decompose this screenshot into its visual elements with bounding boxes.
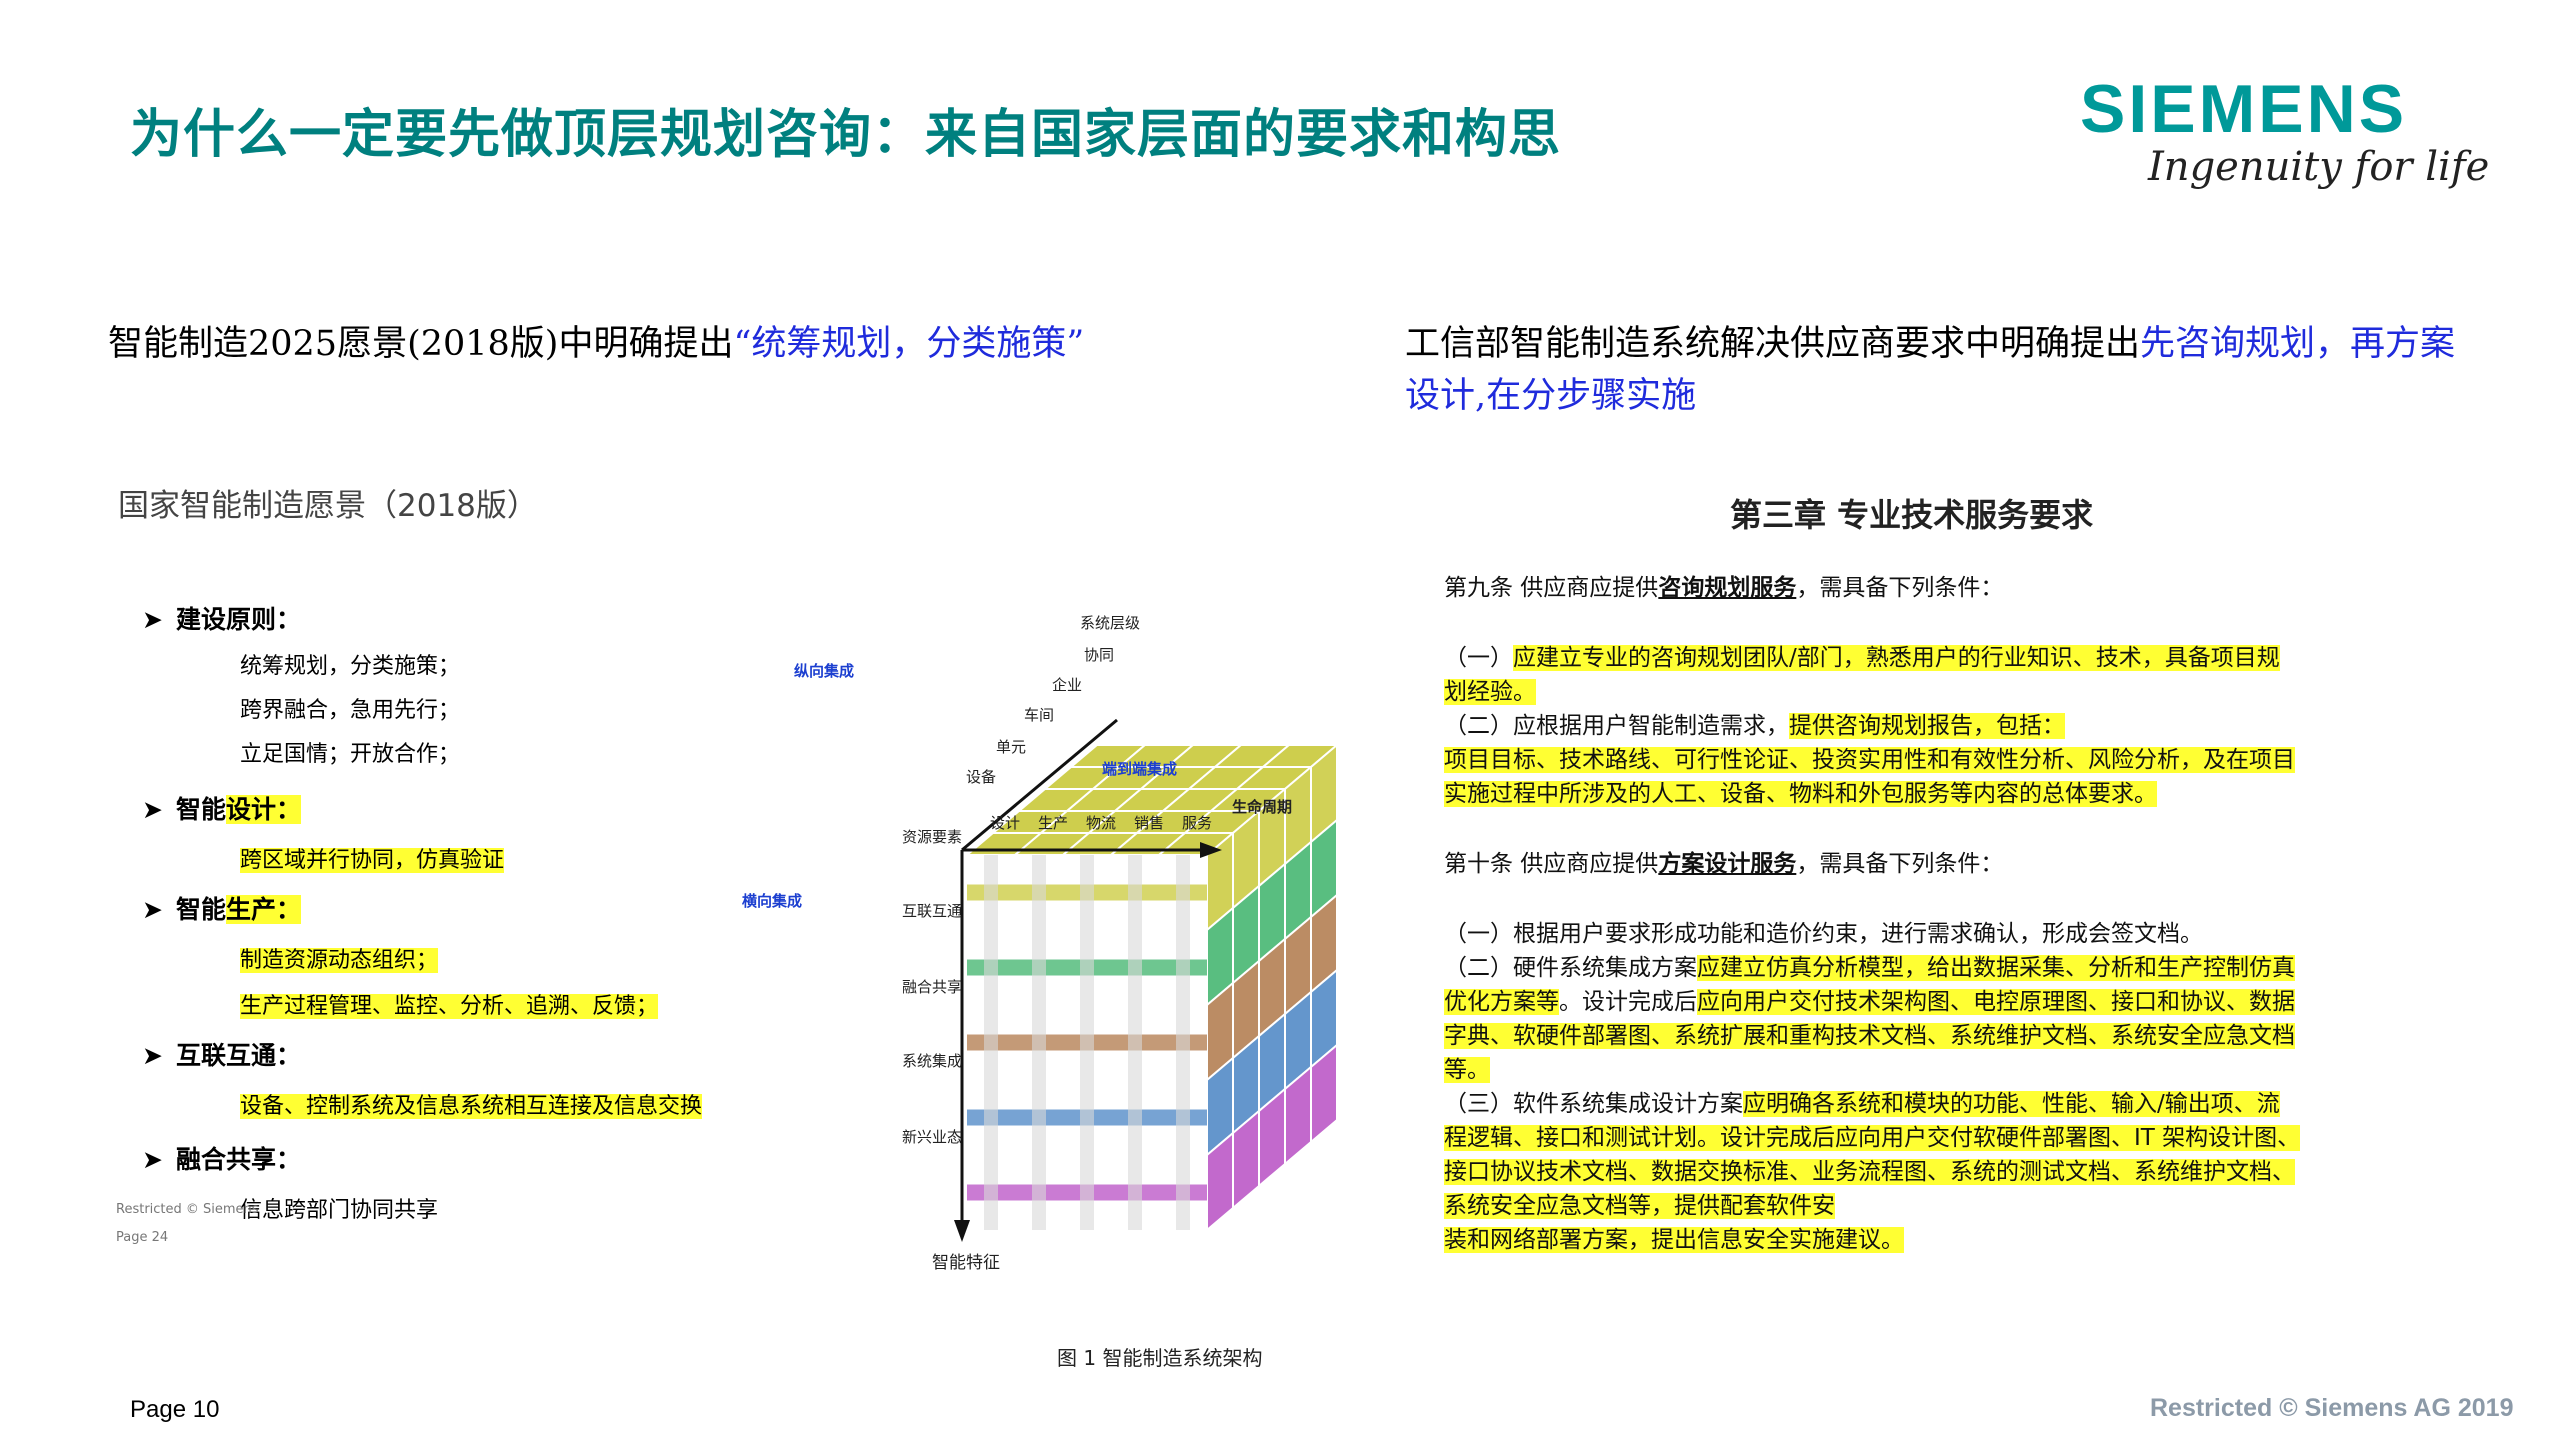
lifecycle-item: 生产 xyxy=(1038,814,1069,832)
article-10-line: 字典、软硬件部署图、系统扩展和重构技术文档、系统维护文档、系统安全应急文档 xyxy=(1444,1023,2295,1049)
vertical-integration-label: 纵向集成 xyxy=(794,662,855,680)
lifecycle-item: 销售 xyxy=(1134,814,1165,832)
lifecycle-item: 服务 xyxy=(1182,814,1213,832)
axis-label-system-level: 系统层级 xyxy=(1080,614,1141,632)
production-line: 制造资源动态组织； xyxy=(240,948,439,973)
feature-label: 融合共享 xyxy=(902,978,963,996)
vision-document-image: 国家智能制造愿景（2018版） ➤建设原则： 统筹规划，分类施策； 跨界融合，急… xyxy=(112,470,1340,1370)
principle-line: 跨界融合，急用先行； xyxy=(240,698,461,723)
cube-side-cell xyxy=(1310,1042,1338,1145)
bullet-principles: ➤建设原则： xyxy=(142,605,302,634)
restricted-notice: Restricted © Siemens AG 2019 xyxy=(2150,1394,2514,1422)
design-line: 跨区域并行协同，仿真验证 xyxy=(240,848,505,873)
article-9-heading: 第九条 供应商应提供咨询规划服务，需具备下列条件： xyxy=(1444,575,2004,601)
article-10-line: 优化方案等。设计完成后应向用户交付技术架构图、电控原理图、接口和协议、数据 xyxy=(1444,989,2295,1015)
cube-front-column xyxy=(1128,855,1142,1230)
axis-label-smart-features: 智能特征 xyxy=(932,1253,1000,1273)
article-9-line: 项目目标、技术路线、可行性论证、投资实用性和有效性分析、风险分析，及在项目 xyxy=(1444,747,2295,773)
article-9-line: （一）应建立专业的咨询规划团队/部门，熟悉用户的行业知识、技术，具备项目规 xyxy=(1444,645,2280,671)
level-label: 企业 xyxy=(1052,676,1083,694)
axis-arrow-down-icon xyxy=(954,1220,970,1242)
intro-left-text: 智能制造2025愿景(2018版)中明确提出 xyxy=(108,324,734,364)
level-label: 车间 xyxy=(1024,706,1055,724)
chapter-title: 第三章 专业技术服务要求 xyxy=(1730,496,2094,534)
embedded-restricted-label: Restricted © Siemens xyxy=(116,1202,259,1217)
lifecycle-item: 设计 xyxy=(990,814,1021,832)
smart-manufacturing-architecture-diagram: 系统层级 协同 企业 车间 单元 设备 纵向集成 横向集成 端到端集成 生命周期… xyxy=(742,600,1422,1370)
cube-graphic xyxy=(954,718,1340,1242)
brand-tagline: Ingenuity for life xyxy=(2148,144,2490,190)
feature-label: 新兴业态 xyxy=(902,1128,963,1146)
intro-left-highlight: “统筹规划，分类施策” xyxy=(733,324,1085,364)
cube-front-column xyxy=(1080,855,1094,1230)
article-10-line: （一）根据用户要求形成功能和造价约束，进行需求确认，形成会签文档。 xyxy=(1444,921,2203,947)
end-to-end-label: 端到端集成 xyxy=(1102,760,1178,778)
chevron-right-icon: ➤ xyxy=(142,1145,163,1174)
chevron-right-icon: ➤ xyxy=(142,1041,163,1070)
article-10-line: 程逻辑、接口和测试计划。设计完成后应向用户交付软硬件部署图、IT 架构设计图、 xyxy=(1444,1125,2301,1151)
cube-front-column xyxy=(1176,855,1190,1230)
horizontal-integration-label: 横向集成 xyxy=(742,892,803,910)
article-10-heading: 第十条 供应商应提供方案设计服务，需具备下列条件： xyxy=(1444,851,2004,877)
chevron-right-icon: ➤ xyxy=(142,895,163,924)
interconnect-line: 设备、控制系统及信息系统相互连接及信息交换 xyxy=(240,1094,703,1119)
chevron-right-icon: ➤ xyxy=(142,605,163,634)
bullet-smart-production: ➤智能生产： xyxy=(142,895,302,924)
intro-right-highlight-1: 先咨询规划，再方案 xyxy=(2140,324,2456,364)
intro-right-text: 工信部智能制造系统解决供应商要求中明确提出 xyxy=(1405,324,2141,364)
article-9-line: （二）应根据用户智能制造需求，提供咨询规划报告，包括： xyxy=(1444,713,2065,739)
sharing-line: 信息跨部门协同共享 xyxy=(240,1198,439,1223)
bullet-interconnect: ➤互联互通： xyxy=(142,1041,302,1070)
intro-right-highlight-2: 设计,在分步骤实施 xyxy=(1405,376,1697,416)
axis-arrow-right-icon xyxy=(1200,842,1222,858)
vision-document-title: 国家智能制造愿景（2018版） xyxy=(118,488,538,524)
siemens-logo: SIEMENS xyxy=(2080,71,2408,147)
system-level-axis xyxy=(961,718,1118,852)
lifecycle-label: 生命周期 xyxy=(1232,798,1293,816)
intro-left: 智能制造2025愿景(2018版)中明确提出“统筹规划，分类施策” xyxy=(108,318,1084,370)
bullet-smart-design: ➤智能设计： xyxy=(142,795,302,824)
article-9-line: 实施过程中所涉及的人工、设备、物料和外包服务等内容的总体要求。 xyxy=(1444,781,2157,807)
article-10-line: 系统安全应急文档等，提供配套软件安 xyxy=(1444,1193,1835,1219)
feature-label: 互联互通 xyxy=(902,902,963,920)
article-9-line: 划经验。 xyxy=(1444,679,1536,705)
article-10-line: 装和网络部署方案，提出信息安全实施建议。 xyxy=(1444,1227,1904,1253)
slide-title: 为什么一定要先做顶层规划咨询：来自国家层面的要求和构思 xyxy=(130,105,1562,165)
article-10-line: 等。 xyxy=(1444,1057,1490,1083)
principle-line: 统筹规划，分类施策； xyxy=(240,654,461,679)
production-line: 生产过程管理、监控、分析、追溯、反馈； xyxy=(240,994,659,1019)
article-10-line: （三）软件系统集成设计方案应明确各系统和模块的功能、性能、输入/输出项、流 xyxy=(1444,1091,2280,1117)
intro-right: 工信部智能制造系统解决供应商要求中明确提出先咨询规划，再方案设计,在分步骤实施 xyxy=(1405,318,2545,422)
embedded-page-label: Page 24 xyxy=(116,1230,169,1245)
bullet-sharing: ➤融合共享： xyxy=(142,1145,302,1174)
article-10-line: （二）硬件系统集成方案应建立仿真分析模型，给出数据采集、分析和生产控制仿真 xyxy=(1444,955,2295,981)
article-10-line: 接口协议技术文档、数据交换标准、业务流程图、系统的测试文档、系统维护文档、 xyxy=(1444,1159,2295,1185)
cube-front-column xyxy=(984,855,998,1230)
figure-caption: 图 1 智能制造系统架构 xyxy=(1057,1346,1263,1370)
chevron-right-icon: ➤ xyxy=(142,795,163,824)
level-label: 协同 xyxy=(1084,646,1115,664)
page-number: Page 10 xyxy=(130,1396,220,1423)
feature-label: 系统集成 xyxy=(902,1052,963,1070)
principle-line: 立足国情；开放合作； xyxy=(240,742,461,767)
feature-label: 资源要素 xyxy=(902,828,963,846)
cube-front-column xyxy=(1032,855,1046,1230)
miit-requirements-document-image: 第三章 专业技术服务要求 第九条 供应商应提供咨询规划服务，需具备下列条件： （… xyxy=(1440,480,2550,1270)
lifecycle-item: 物流 xyxy=(1086,814,1117,832)
level-label: 单元 xyxy=(996,738,1027,756)
level-label: 设备 xyxy=(966,768,997,786)
